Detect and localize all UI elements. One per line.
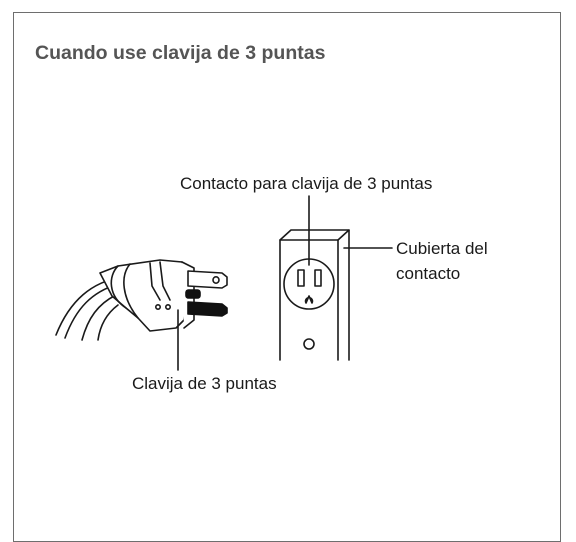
outlet-label: Contacto para clavija de 3 puntas bbox=[180, 174, 433, 193]
cover-screw-hole bbox=[303, 338, 315, 350]
plug-blade-top bbox=[187, 270, 228, 289]
blade-hole bbox=[212, 275, 220, 284]
receptacle-slot-right bbox=[314, 269, 322, 287]
cord-strand bbox=[81, 294, 117, 341]
plug-mark bbox=[155, 303, 162, 310]
wall-outlet-icon bbox=[279, 229, 350, 361]
receptacle-ground-hole bbox=[304, 295, 314, 304]
instruction-page: Cuando use clavija de 3 puntas bbox=[13, 12, 561, 542]
cover-label-line2: contacto bbox=[396, 264, 461, 283]
plug-body bbox=[99, 259, 189, 332]
receptacle-slot-left bbox=[297, 269, 305, 287]
cover-label-line1: Cubierta del bbox=[396, 239, 488, 258]
plug-ridge bbox=[149, 262, 161, 301]
plug-ridge bbox=[159, 261, 171, 301]
section-heading: Cuando use clavija de 3 puntas bbox=[35, 42, 326, 64]
three-prong-plug-icon bbox=[55, 259, 228, 341]
plug-ring bbox=[123, 263, 139, 319]
plug-outlet-diagram bbox=[55, 195, 393, 371]
cord-strand bbox=[97, 304, 119, 341]
outlet-cover-top bbox=[279, 229, 350, 241]
plug-ring bbox=[110, 265, 127, 309]
plug-blade-bottom bbox=[187, 301, 228, 317]
plug-label: Clavija de 3 puntas bbox=[132, 374, 277, 393]
receptacle bbox=[283, 258, 335, 310]
plug-mark bbox=[165, 303, 172, 310]
plug-ground-pin bbox=[185, 289, 201, 299]
